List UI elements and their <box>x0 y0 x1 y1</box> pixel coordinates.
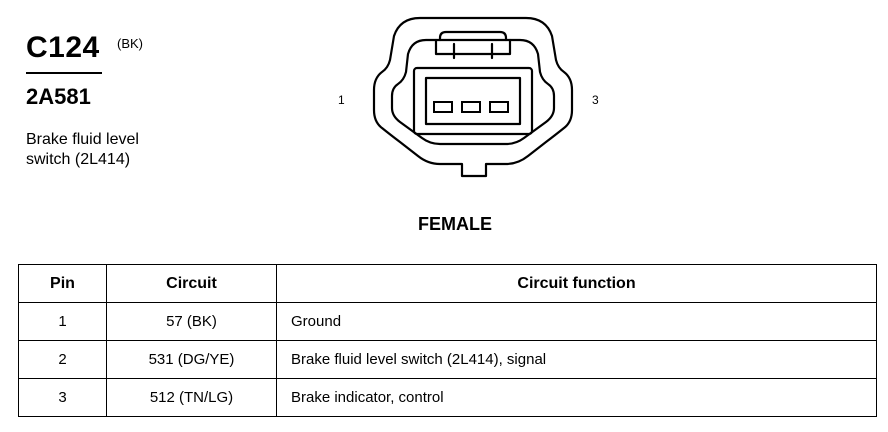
component-description: Brake fluid level switch (2L414) <box>26 130 139 170</box>
pin-cell: 2 <box>18 340 107 379</box>
connector-pin-1 <box>433 101 453 113</box>
function-cell: Brake fluid level switch (2L414), signal <box>276 340 877 379</box>
function-cell: Brake indicator, control <box>276 378 877 417</box>
table-row: 2 531 (DG/YE) Brake fluid level switch (… <box>18 340 877 379</box>
circuit-cell: 57 (BK) <box>106 302 277 341</box>
connector-color: (BK) <box>117 36 143 51</box>
circuit-cell: 531 (DG/YE) <box>106 340 277 379</box>
connector-id: C124 <box>26 31 100 64</box>
circuit-cell: 512 (TN/LG) <box>106 378 277 417</box>
connector-pin-3 <box>489 101 509 113</box>
title-underline <box>26 72 102 74</box>
function-cell: Ground <box>276 302 877 341</box>
connector-housing-outer <box>372 16 574 178</box>
table-header-row: Pin Circuit Circuit function <box>18 264 877 303</box>
connector-face-drawing <box>372 16 574 178</box>
component-description-line2: switch (2L414) <box>26 151 131 168</box>
column-header-circuit: Circuit <box>106 264 277 303</box>
pin-label-left: 1 <box>338 93 345 107</box>
table-row: 1 57 (BK) Ground <box>18 302 877 341</box>
pin-label-right: 3 <box>592 93 599 107</box>
column-header-pin: Pin <box>18 264 107 303</box>
connector-latch-inner <box>438 30 508 60</box>
pin-cell: 1 <box>18 302 107 341</box>
table-row: 3 512 (TN/LG) Brake indicator, control <box>18 378 877 417</box>
connector-terminal-block <box>412 66 534 136</box>
connector-gender-label: FEMALE <box>418 214 492 234</box>
connector-terminal-cavity <box>424 76 522 126</box>
part-number: 2A581 <box>26 84 91 109</box>
pin-table: Pin Circuit Circuit function 1 57 (BK) G… <box>18 264 877 417</box>
component-description-line1: Brake fluid level <box>26 131 139 148</box>
connector-pin-2 <box>461 101 481 113</box>
connector-housing-inner <box>390 38 556 146</box>
pin-cell: 3 <box>18 378 107 417</box>
connector-latch <box>434 38 512 56</box>
column-header-function: Circuit function <box>276 264 877 303</box>
